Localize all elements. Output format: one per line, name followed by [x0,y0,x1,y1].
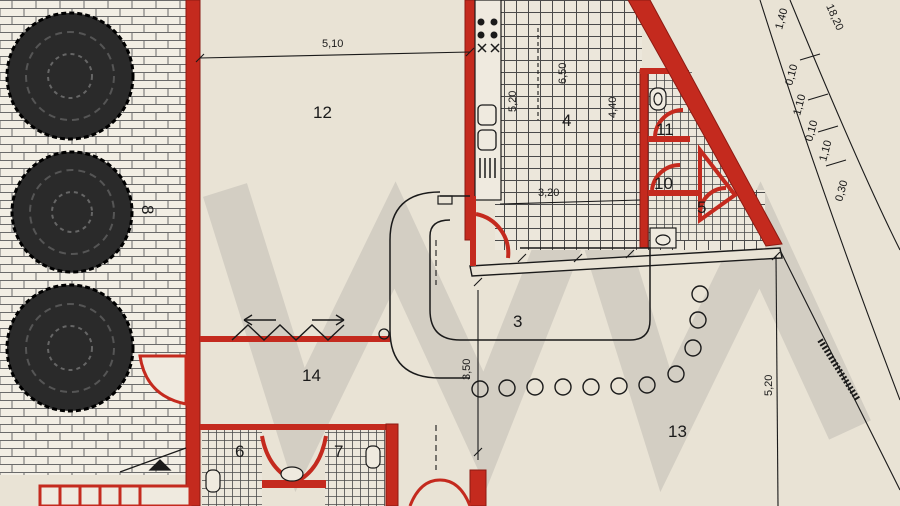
toilet-icon [205,445,381,493]
dim-label-030: 0,30 [833,179,850,203]
wall-bath-top [640,68,685,74]
tree-icon [5,11,135,141]
dim-label-350: 3,50 [461,359,473,380]
dim-label-520-right: 5,20 [763,375,775,396]
sliding-door [231,314,345,341]
wall-room-5 [698,144,738,224]
dim-label-110-b: 1,10 [817,139,834,163]
dim-label-520-kitchen: 5,20 [507,91,519,112]
wall-left-exterior [185,0,201,506]
wall-kitchen-bottom [469,247,783,277]
wall-room-10 [648,190,698,196]
dim-label-320: 3,20 [538,187,559,199]
bath-6-tile [202,428,262,506]
door-swing-icon [138,354,188,406]
room-label-6: 6 [235,442,244,461]
room-label-13: 13 [668,422,687,441]
garden-steps [38,484,192,506]
dishwasher [479,158,496,178]
tree-icon [10,150,134,274]
room-label-4: 4 [562,111,571,130]
room-label-8: 8 [138,205,157,214]
room-label-12: 12 [313,103,332,122]
room-label-14: 14 [302,366,321,385]
door-swing-icon [653,107,684,137]
stair-arrow-icon [119,447,187,473]
toilet-icon [649,87,667,111]
sink-icon [477,104,497,151]
room-label-7: 7 [334,442,343,461]
dim-label-110: 1,10 [791,93,808,117]
wall-entry-left [470,196,476,266]
wall-diagonal-exterior [627,0,783,247]
door-swing-icon [408,478,472,506]
terrace-post [378,328,390,340]
washbasin-icon [649,227,677,249]
garden-steps-rails [58,486,142,506]
dim-label-510: 5,10 [322,38,343,50]
wall-room-11 [648,136,690,142]
door-swing-icon [650,162,681,191]
room-label-10: 10 [654,174,673,193]
room-label-5: 5 [697,198,706,217]
kitchen-counter [474,0,502,201]
wall-lower-top [200,424,390,430]
wall-6-7-mid [262,480,326,488]
dimension-lines [195,0,900,506]
wall-lower-right [385,423,399,506]
door-swing-icon [475,212,511,259]
room-label-3: 3 [513,312,522,331]
hedge-circles [471,285,709,398]
dim-label-440: 4,40 [607,97,619,118]
terrace-outer [389,191,470,379]
room-label-11: 11 [656,120,674,139]
dim-label-010-b: 0,10 [803,119,820,143]
stove-icon [477,18,500,53]
wall-kitchen-right [639,69,649,249]
tree-icon [5,283,135,413]
dim-label-010-a: 0,10 [783,63,800,87]
dim-label-140: 1,40 [773,7,790,31]
terrace-post [437,195,453,205]
dim-label-650: 6,50 [557,63,569,84]
door-swing-icon [295,435,328,484]
wall-lower-center [469,469,487,506]
watermark [203,181,871,493]
